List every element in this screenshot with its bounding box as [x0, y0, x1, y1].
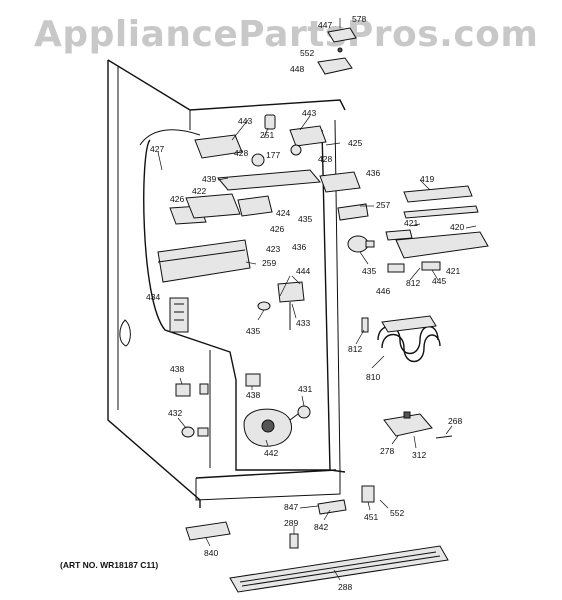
callout-842: 842	[314, 522, 328, 532]
callout-427: 427	[150, 144, 164, 154]
heater-clip-812	[361, 317, 369, 333]
callout-436: 436	[292, 242, 306, 252]
hinge-451	[361, 485, 375, 503]
callout-177: 177	[266, 150, 280, 160]
bracket-842	[317, 499, 347, 515]
knob-251	[264, 114, 276, 130]
air-duct-422	[169, 193, 273, 225]
callout-436: 436	[366, 168, 380, 178]
callout-420: 420	[450, 222, 464, 232]
control-housing-439	[217, 169, 361, 193]
callout-438: 438	[246, 390, 260, 400]
callout-812: 812	[406, 278, 420, 288]
bracket-443-right	[289, 125, 327, 147]
callout-268: 268	[448, 416, 462, 426]
callout-leaders	[157, 115, 477, 581]
callout-labels: 578 447 552 448 443 443 251 425 427 428 …	[146, 14, 464, 592]
bracket-840	[185, 521, 231, 541]
watermark-logo: AppliancePartsPros.com	[34, 14, 539, 55]
callout-435: 435	[246, 326, 260, 336]
callout-423: 423	[266, 244, 280, 254]
art-number-label: (ART NO. WR18187 C11)	[60, 560, 159, 570]
callout-448: 448	[290, 64, 304, 74]
callout-251: 251	[260, 130, 274, 140]
callout-428: 428	[318, 154, 332, 164]
callout-447: 447	[318, 20, 332, 30]
light-bulb-435	[347, 235, 375, 253]
callout-434: 434	[146, 292, 160, 302]
fan-motor-442	[243, 405, 311, 447]
callout-288: 288	[338, 582, 352, 592]
light-shield-419	[385, 185, 489, 259]
callout-289: 289	[284, 518, 298, 528]
callout-426: 426	[270, 224, 284, 234]
callout-422: 422	[192, 186, 206, 196]
callout-424: 424	[276, 208, 290, 218]
bracket-436	[337, 203, 369, 221]
callout-442: 442	[264, 448, 278, 458]
control-knob-428	[251, 144, 302, 167]
callout-443: 443	[238, 116, 252, 126]
callout-552: 552	[390, 508, 404, 518]
vent-grille-434	[169, 297, 189, 333]
switch-438-center	[245, 373, 261, 387]
switch-446	[387, 261, 441, 273]
callout-312: 312	[412, 450, 426, 460]
callout-259: 259	[262, 258, 276, 268]
callout-425: 425	[348, 138, 362, 148]
callout-257: 257	[376, 200, 390, 210]
cabinet-outline	[107, 59, 346, 508]
callout-446: 446	[376, 286, 390, 296]
callout-552: 552	[300, 48, 314, 58]
defrost-heater-810	[377, 315, 441, 363]
callout-812: 812	[348, 344, 362, 354]
defrost-thermostat-278	[383, 411, 453, 439]
callout-433: 433	[296, 318, 310, 328]
callout-439: 439	[202, 174, 216, 184]
callout-278: 278	[380, 446, 394, 456]
shelf-259	[157, 239, 251, 283]
callout-435: 435	[298, 214, 312, 224]
callout-435: 435	[362, 266, 376, 276]
callout-438: 438	[170, 364, 184, 374]
top-bracket-448	[317, 18, 357, 75]
callout-847: 847	[284, 502, 298, 512]
hinge-289	[289, 533, 299, 549]
callout-426: 426	[170, 194, 184, 204]
callout-840: 840	[204, 548, 218, 558]
bracket-443-left	[194, 134, 243, 159]
callout-428: 428	[234, 148, 248, 158]
callout-421: 421	[404, 218, 418, 228]
callout-451: 451	[364, 512, 378, 522]
callout-445: 445	[432, 276, 446, 286]
callout-810: 810	[366, 372, 380, 382]
callout-431: 431	[298, 384, 312, 394]
callout-419: 419	[420, 174, 434, 184]
callout-421: 421	[446, 266, 460, 276]
kickplate-grille-288	[229, 545, 449, 593]
callout-578: 578	[352, 14, 366, 24]
switch-438-left	[175, 383, 209, 397]
callout-432: 432	[168, 408, 182, 418]
damper-432	[181, 426, 209, 438]
callout-443: 443	[302, 108, 316, 118]
callout-444: 444	[296, 266, 310, 276]
